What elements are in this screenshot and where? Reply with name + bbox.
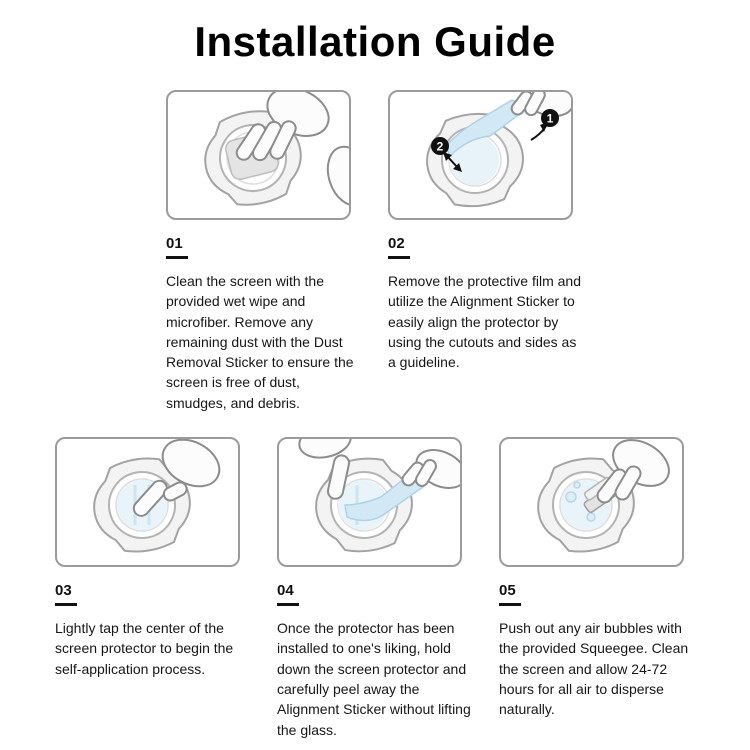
hand-icon	[132, 439, 221, 517]
steps-row-2: 03 Lightly tap the center of the screen …	[0, 437, 750, 740]
step-number-03: 03	[55, 582, 72, 600]
step-description-01: Clean the screen with the provided wet w…	[166, 273, 354, 411]
step-number-04: 04	[277, 582, 294, 600]
step-description-03: Lightly tap the center of the screen pro…	[55, 620, 234, 677]
step-underline-02	[388, 256, 410, 259]
step-description-05: Push out any air bubbles with the provid…	[499, 620, 689, 718]
figure-step-05	[499, 437, 684, 568]
step-number-01: 01	[166, 235, 183, 252]
svg-text:2: 2	[437, 140, 444, 154]
badge-1: 1	[530, 109, 559, 141]
svg-text:1: 1	[547, 112, 554, 126]
step-underline-05	[499, 603, 521, 607]
steps-row-1: 01 Clean the screen with the provided we…	[0, 90, 750, 413]
step-number-02: 02	[388, 235, 405, 252]
hand-icon	[596, 439, 670, 504]
hand-icon	[510, 92, 571, 118]
figure-step-01	[166, 90, 351, 220]
step-column-04: 04 Once the protector has been installed…	[277, 437, 473, 740]
holding-hand-icon	[298, 439, 352, 500]
figure-step-03	[55, 437, 240, 568]
step-description-04: Once the protector has been installed to…	[277, 620, 471, 738]
step-column-01: 01 Clean the screen with the provided we…	[166, 90, 362, 413]
step-column-05: 05 Push out any air bubbles with the pro…	[499, 437, 695, 719]
figure-step-02: 1 2	[388, 90, 573, 220]
step-underline-01	[166, 256, 188, 259]
step-01-illustration	[204, 92, 349, 207]
step-03-illustration	[93, 439, 221, 553]
badge-2: 2	[431, 137, 462, 172]
film-on-screen	[449, 135, 499, 185]
step-underline-04	[277, 603, 299, 607]
second-hand-icon	[326, 145, 349, 207]
step-number-05: 05	[499, 582, 516, 600]
film-sheet-icon	[445, 99, 530, 158]
peeling-hand-icon	[401, 449, 460, 490]
step-04-illustration	[298, 439, 460, 553]
step-description-02: Remove the protective film and utilize t…	[388, 273, 581, 371]
step-02-illustration: 1 2	[426, 92, 571, 208]
page-title: Installation Guide	[194, 18, 556, 65]
step-underline-03	[55, 603, 77, 607]
figure-step-04	[277, 437, 462, 568]
hand-icon	[235, 92, 349, 207]
step-05-illustration	[537, 439, 670, 553]
step-column-02: 1 2 02 Remove the protective film and ut…	[388, 90, 584, 372]
step-column-03: 03 Lightly tap the center of the screen …	[55, 437, 251, 679]
